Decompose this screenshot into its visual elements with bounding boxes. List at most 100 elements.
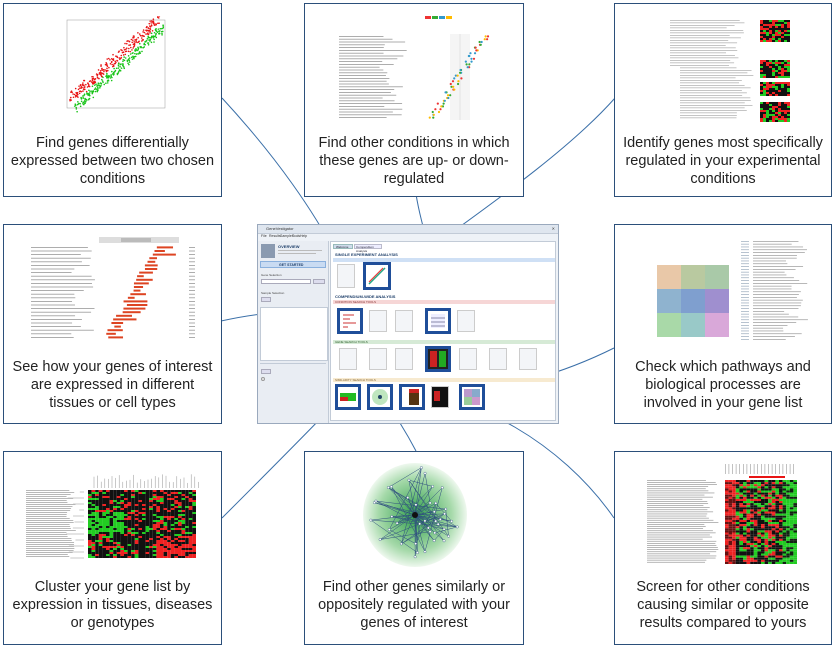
tissue-label	[31, 272, 72, 273]
tool-scatter-highlight[interactable]	[363, 262, 391, 290]
condition-dot	[437, 110, 441, 114]
heatmap-cell	[163, 524, 168, 526]
tool-celltype[interactable]	[369, 310, 387, 332]
home-icon[interactable]	[261, 244, 275, 258]
gs-tool-cancers[interactable]	[395, 348, 413, 370]
tool-cancers[interactable]	[395, 310, 413, 332]
scatter-point-down	[105, 82, 107, 85]
heatmap-cell	[131, 516, 135, 518]
heatmap-cell	[768, 505, 772, 508]
specificity-cell	[781, 34, 784, 36]
gene-selection-input[interactable]	[261, 279, 311, 284]
specificity-cell	[760, 110, 763, 112]
heatmap-cell	[735, 543, 740, 546]
network-node	[407, 478, 411, 482]
menu-help[interactable]: Help	[300, 234, 308, 238]
heatmap-cell	[746, 501, 751, 504]
heatmap-cell	[156, 540, 160, 542]
menu-results[interactable]: Results	[269, 234, 281, 238]
heatmap-cell	[116, 534, 121, 536]
heatmap-cell	[761, 530, 765, 533]
gs-tool-celltype[interactable]	[369, 348, 387, 370]
sim-tool-venn-highlight[interactable]	[459, 384, 485, 410]
specificity-cell	[778, 68, 781, 70]
heatmap-cell	[88, 532, 92, 534]
specificity-cell	[781, 84, 784, 86]
scatter-point-up	[82, 90, 84, 92]
gs-tool-development[interactable]	[459, 348, 477, 370]
heatmap-cell	[188, 528, 193, 530]
tab-compendium-analysis[interactable]: Compendium Analysis	[354, 244, 382, 253]
condition-row-label	[647, 498, 703, 500]
heatmap-cell	[156, 506, 160, 508]
heatmap-cell	[768, 507, 772, 510]
get-started-button[interactable]: GET STARTED	[260, 261, 326, 268]
app-sidebar: OVERVIEW GET STARTED Gene Selection Samp…	[258, 241, 329, 423]
menu-file[interactable]: File	[261, 234, 267, 238]
heatmap-cell	[116, 528, 121, 530]
scatter-point-down	[117, 65, 120, 67]
perturbations-mini-icon	[431, 314, 445, 328]
heatmap-cell	[743, 501, 747, 504]
heatmap-cell	[142, 544, 146, 546]
heatmap-cell	[743, 486, 747, 489]
heatmap-cell	[775, 530, 779, 533]
specificity-cell	[772, 116, 775, 118]
heatmap-cell	[732, 490, 736, 493]
gs-tool-ortholog[interactable]	[519, 348, 537, 370]
sidebar-toggle-b[interactable]	[261, 377, 265, 381]
specificity-cell	[766, 110, 769, 112]
gs-tool-pathways[interactable]	[489, 348, 507, 370]
heatmap-cell	[750, 513, 754, 516]
gene-row-label	[26, 496, 67, 497]
tool-development[interactable]	[457, 310, 475, 332]
gs-tool-perturbations-highlight[interactable]	[425, 346, 451, 372]
heatmap-cell	[156, 502, 160, 504]
heatmap-cell	[91, 502, 96, 504]
tab-welcome[interactable]: Welcome	[333, 244, 353, 249]
heatmap-cell	[735, 519, 740, 522]
heatmap-cell	[764, 553, 769, 556]
sample-selection-button[interactable]	[261, 297, 271, 302]
menu-tools[interactable]: Tools	[292, 234, 301, 238]
network-edge	[414, 473, 426, 516]
specificity-cell	[766, 66, 769, 68]
specificity-cell	[763, 76, 766, 78]
window-close-icon[interactable]: ✕	[551, 226, 555, 231]
gene-selection-button[interactable]	[313, 279, 325, 284]
heatmap-cell	[174, 530, 178, 532]
specificity-cell	[784, 102, 787, 104]
heatmap-cell	[764, 534, 769, 537]
network-node	[442, 527, 446, 531]
heatmap-cell	[178, 494, 182, 496]
sim-tool-biclustering[interactable]	[431, 386, 449, 408]
heatmap-cell	[192, 504, 196, 506]
tool-volcano[interactable]	[337, 264, 355, 288]
heatmap-cell	[764, 507, 769, 510]
sim-tool-network-highlight[interactable]	[367, 384, 393, 410]
sim-tool-conditions-highlight[interactable]	[399, 384, 425, 410]
heatmap-cell	[775, 494, 779, 497]
heatmap-cell	[725, 496, 729, 499]
gs-tool-anatomy[interactable]	[339, 348, 357, 370]
menu-samples[interactable]: Samples	[280, 234, 294, 238]
specificity-cell	[781, 120, 784, 122]
scatter-point-down	[79, 102, 81, 105]
heatmap-cell	[732, 482, 736, 485]
heatmap-cell	[768, 551, 772, 554]
sidebar-toggle-a[interactable]	[261, 369, 271, 374]
heatmap-cell	[746, 498, 751, 501]
tool-anatomy-highlight[interactable]	[337, 308, 363, 334]
sample-count	[189, 283, 195, 284]
heatmap-cell	[185, 502, 189, 504]
tool-perturbations-highlight[interactable]	[425, 308, 451, 334]
heatmap-cell	[181, 518, 186, 520]
heatmap-cell	[750, 498, 754, 501]
heatmap-cell	[152, 494, 157, 496]
condition-dot	[466, 66, 469, 69]
sim-tool-heatmap-highlight[interactable]	[335, 384, 361, 410]
heatmap-cell	[782, 524, 787, 527]
heatmap-cell	[113, 540, 117, 542]
heatmap-cell	[95, 534, 99, 536]
heatmap-cell	[761, 528, 765, 531]
